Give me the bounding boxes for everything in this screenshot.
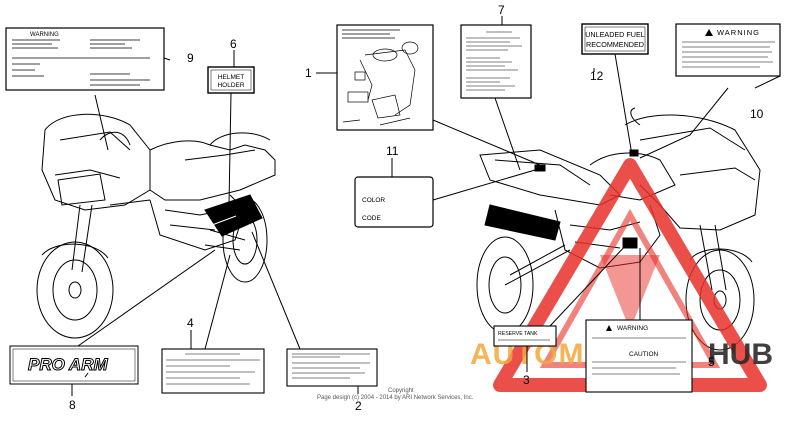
- motorcycle-left: [36, 113, 276, 339]
- label-plate-4: [161, 348, 265, 394]
- pro-arm-label: PRO ARM: [28, 355, 108, 374]
- color-label: COLOR: [362, 197, 385, 204]
- helmet-label-line2: HOLDER: [217, 82, 244, 89]
- label-plate-1: [336, 24, 434, 131]
- unleaded-label-line1: UNLEADED FUEL: [585, 30, 645, 39]
- label-plate-7: [460, 24, 532, 99]
- label-plate-8: PRO ARM: [9, 345, 139, 385]
- copyright-line2: Page design (c) 2004 - 2014 by ARI Netwo…: [317, 395, 474, 401]
- label-10-warning-text: WARNING: [717, 28, 760, 37]
- reserve-tank-label: RESERVE TANK: [498, 331, 538, 337]
- callout-7: 7: [498, 3, 505, 17]
- code-label: CODE: [362, 215, 381, 222]
- label-plate-12: UNLEADED FUEL RECOMMENDED: [581, 23, 649, 55]
- label-plate-2: [286, 348, 378, 387]
- callout-1: 1: [305, 66, 312, 80]
- leader-lines: [77, 53, 781, 350]
- callout-11: 11: [386, 144, 399, 158]
- callout-4: 4: [187, 316, 194, 330]
- label-plate-9: WARNING: [5, 27, 165, 91]
- callout-10: 10: [750, 107, 764, 121]
- callout-5: 5: [708, 355, 715, 369]
- callout-6: 6: [230, 37, 237, 51]
- label-plate-6: HELMET HOLDER: [207, 66, 255, 94]
- label-plate-5: WARNING CAUTION: [585, 319, 693, 393]
- callout-12: 12: [590, 69, 604, 83]
- label-5-warning-text: WARNING: [617, 325, 648, 332]
- callout-8: 8: [69, 398, 76, 412]
- copyright-line1: Copyright: [388, 388, 414, 394]
- label-plate-11: COLOR CODE: [354, 176, 434, 228]
- callout-9: 9: [187, 51, 194, 65]
- helmet-label-line1: HELMET: [218, 74, 244, 81]
- label-plate-10: WARNING: [675, 23, 781, 77]
- motorcycle-right: [476, 107, 761, 351]
- callout-numbers: 1 2 3 4 5 6 7 8 9 10 11 12: [69, 3, 764, 413]
- caution-label: CAUTION: [629, 351, 659, 358]
- label-9-warning-text: WARNING: [30, 32, 59, 38]
- label-plate-3: RESERVE TANK: [493, 325, 557, 347]
- unleaded-label-line2: RECOMMENDED: [586, 40, 644, 49]
- callout-3: 3: [523, 373, 530, 387]
- watermark-text-dark: HUB: [708, 338, 773, 371]
- callout-2: 2: [355, 399, 362, 413]
